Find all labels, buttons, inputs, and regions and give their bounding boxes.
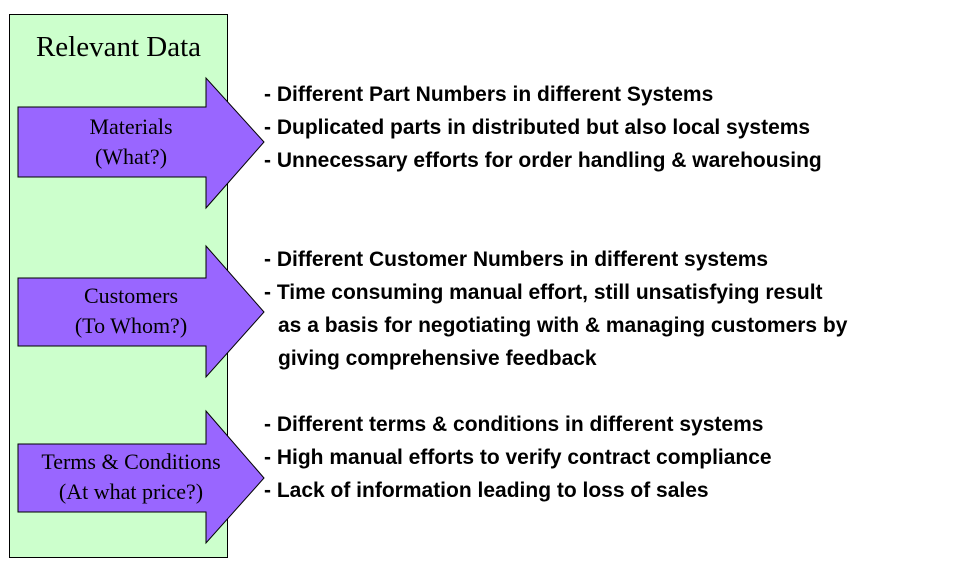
materials-arrow-label: Materials (What?): [18, 112, 244, 172]
bullet-item: as a basis for negotiating with & managi…: [278, 314, 848, 337]
label-line: (What?): [94, 144, 168, 169]
bullet-item: - Unnecessary efforts for order handling…: [264, 149, 822, 172]
bullet-item: - Different terms & conditions in differ…: [264, 413, 764, 436]
bullet-item: - Lack of information leading to loss of…: [264, 479, 709, 502]
bullet-item: - Duplicated parts in distributed but al…: [264, 116, 811, 139]
materials-arrow: [17, 76, 265, 210]
bullet-item: - Different Customer Numbers in differen…: [264, 248, 769, 271]
bullet-item: - Different Part Numbers in different Sy…: [264, 83, 714, 106]
terms-arrow: [17, 409, 265, 545]
terms-arrow-label: Terms & Conditions (At what price?): [14, 447, 248, 507]
label-line: (To Whom?): [74, 313, 188, 338]
bullet-item: - High manual efforts to verify contract…: [264, 446, 772, 469]
customers-arrow-label: Customers (To Whom?): [18, 281, 244, 341]
materials-bullet-list: - Different Part Numbers in different Sy…: [264, 78, 822, 177]
label-line: (At what price?): [58, 479, 204, 504]
bullet-item: giving comprehensive feedback: [278, 347, 597, 370]
terms-bullet-list: - Different terms & conditions in differ…: [264, 408, 772, 507]
panel-title: Relevant Data: [35, 31, 202, 63]
label-line: Materials: [89, 114, 173, 139]
customers-bullet-list: - Different Customer Numbers in differen…: [264, 243, 847, 375]
label-line: Customers: [83, 283, 179, 308]
label-line: Terms & Conditions: [41, 449, 221, 474]
bullet-item: - Time consuming manual effort, still un…: [264, 281, 823, 304]
customers-arrow: [17, 244, 265, 379]
